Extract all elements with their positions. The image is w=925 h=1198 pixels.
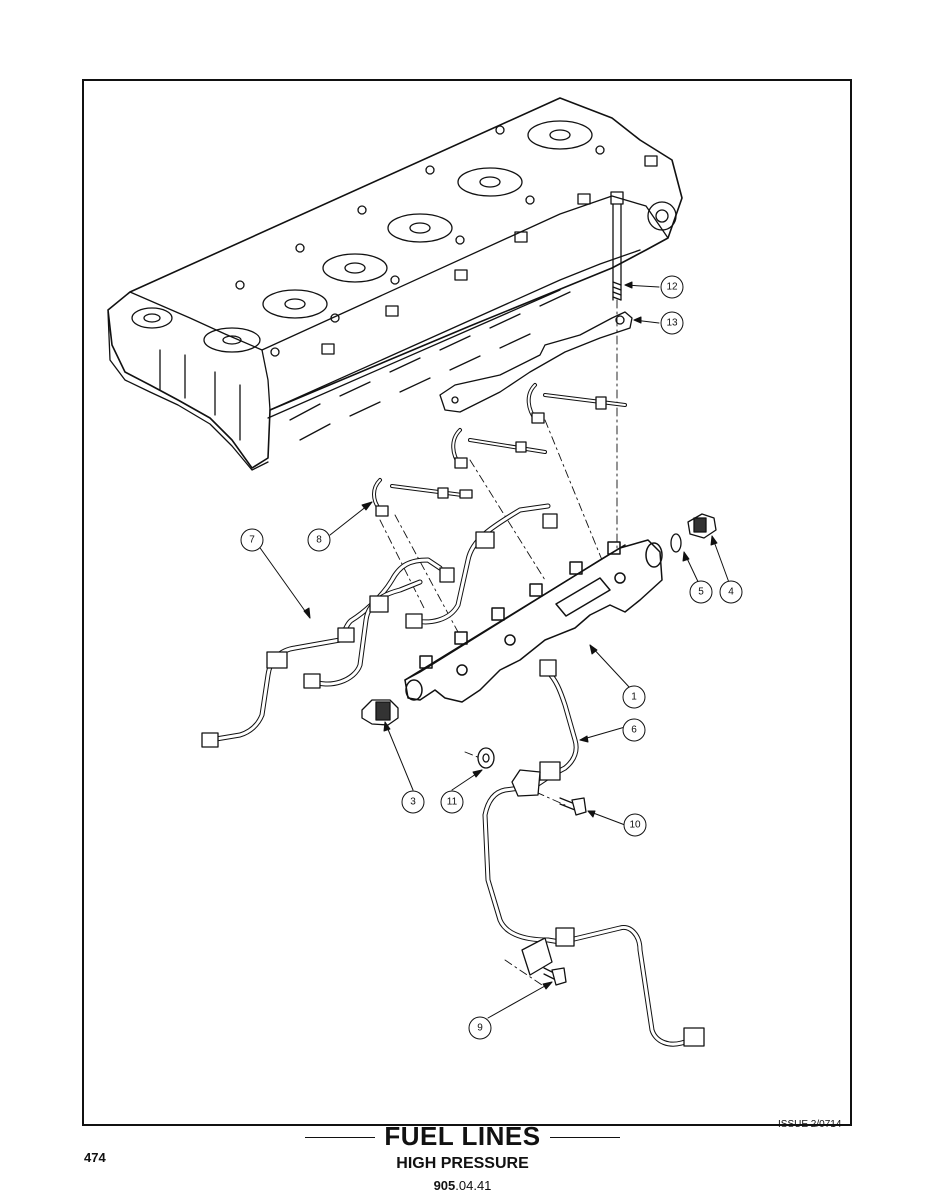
bolt-9 [543,967,567,986]
callout-label: 8 [316,535,322,546]
page-title: FUEL LINES [384,1121,541,1151]
callout-12 [660,275,684,299]
injector-pipe-upper-3 [526,383,627,424]
callout-13 [660,311,684,335]
seal-ring-5 [670,533,682,553]
alignment-lines [379,299,618,986]
page-number: 474 [84,1150,106,1165]
callout-7 [240,528,264,552]
callout-11 [440,790,464,814]
reference-code-suffix: .04.41 [455,1178,492,1193]
common-rail-1 [404,539,663,703]
washer-11 [477,747,495,769]
callout-label: 10 [629,820,641,831]
bolt-10 [559,797,587,816]
callout-9 [468,1016,492,1040]
leader-lines [257,281,732,1019]
injector-pipe-upper-2 [451,428,547,469]
long-bolt-12 [610,191,624,301]
callout-6 [622,718,646,742]
drawing-frame [82,79,852,1126]
title-rule-left [305,1137,375,1138]
relief-valve-4 [687,513,717,539]
callout-1 [622,685,646,709]
callout-label: 4 [728,587,734,598]
callouts [240,275,743,1040]
callout-label: 9 [477,1023,483,1034]
callout-5 [689,580,713,604]
injector-pipe-7b [303,579,423,689]
injector-pipe-7c [405,503,558,629]
callout-4 [719,580,743,604]
callout-label: 6 [631,725,637,736]
injector-pipe-7 [201,557,455,748]
issue-label: ISSUE 2/0714 [778,1119,842,1130]
callout-label: 11 [447,797,458,808]
cylinder-head [107,97,683,471]
callout-10 [623,813,647,837]
callout-label: 12 [666,282,678,293]
callout-label: 5 [698,587,704,598]
title-rule-right [550,1137,620,1138]
callout-numbers: 12 13 8 7 5 4 1 6 3 11 10 9 [249,282,734,1034]
callout-label: 13 [666,318,678,329]
callout-8 [307,528,331,552]
callout-3 [401,790,425,814]
callout-label: 1 [631,692,637,703]
page-subtitle: HIGH PRESSURE [396,1155,529,1172]
callout-label: 3 [410,797,416,808]
feed-pipe-6 [482,659,705,1047]
reference-code: 905.04.41 [380,1178,545,1193]
pressure-sensor-3 [361,699,399,726]
callout-label: 7 [249,535,255,546]
gasket-plate-13 [439,311,633,413]
injector-pipe-8 [372,478,473,517]
reference-code-section: 905 [433,1178,456,1193]
